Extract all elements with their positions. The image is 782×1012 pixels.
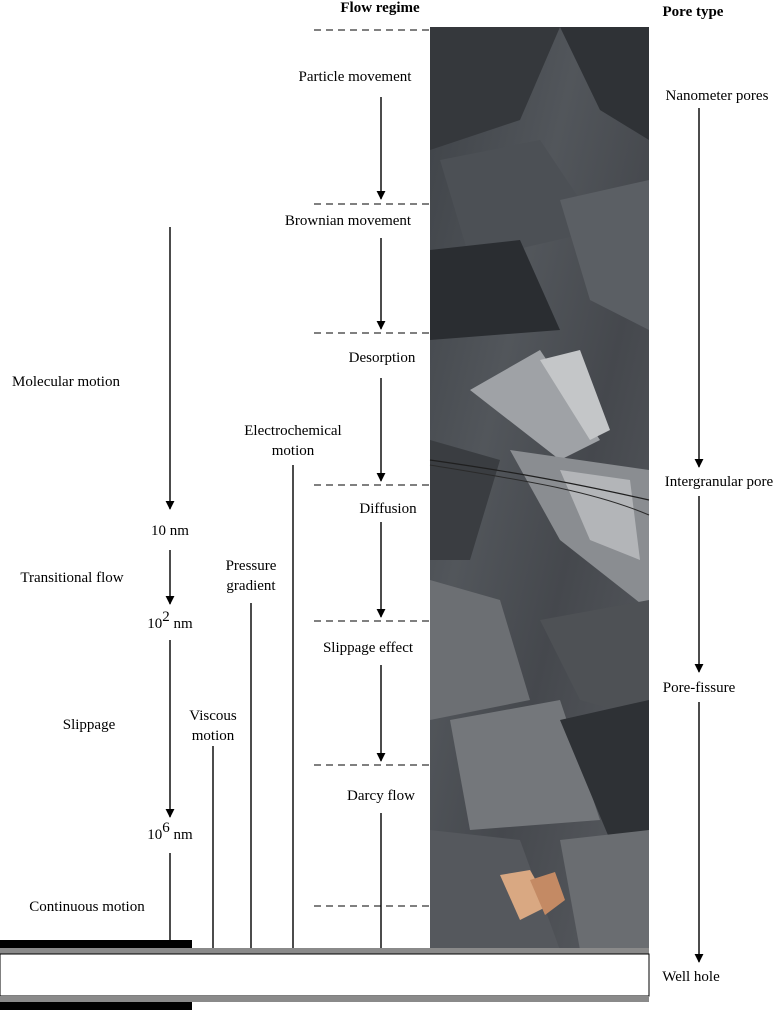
nanometer-pores-label: Nanometer pores <box>666 88 769 104</box>
electrochemical-motion-label-line1: Electrochemical <box>244 423 341 439</box>
scale-100nm-exponent: 2 <box>162 609 170 625</box>
flow-regime-header: Flow regime <box>340 0 420 16</box>
pressure-gradient-label-line2: gradient <box>226 578 276 594</box>
transitional-flow-label: Transitional flow <box>20 570 123 586</box>
scale-100nm-unit: nm <box>170 616 193 632</box>
viscous-motion-label-line1: Viscous <box>189 708 237 724</box>
wellbore <box>0 940 650 1010</box>
well-hole-label: Well hole <box>662 969 720 985</box>
shale-rock-photo <box>429 27 650 950</box>
slippage-effect-label: Slippage effect <box>323 640 414 656</box>
molecular-motion-label: Molecular motion <box>12 374 120 390</box>
scale-100nm-base: 10 <box>147 616 162 632</box>
scale-100nm-label: 102 nm <box>147 609 193 632</box>
particle-movement-label: Particle movement <box>299 69 413 85</box>
intergranular-pore-label: Intergranular pore <box>665 474 774 490</box>
scale-10nm-label: 10 nm <box>151 523 189 539</box>
continuous-motion-label: Continuous motion <box>29 899 145 915</box>
scale-1e6nm-base: 10 <box>147 827 162 843</box>
slippage-label: Slippage <box>63 717 116 733</box>
scale-1e6nm-unit: nm <box>170 827 193 843</box>
pore-type-header: Pore type <box>663 4 724 20</box>
darcy-flow-label: Darcy flow <box>347 788 415 804</box>
electrochemical-motion-label-line2: motion <box>272 443 315 459</box>
pore-fissure-label: Pore-fissure <box>663 680 736 696</box>
brownian-movement-label: Brownian movement <box>285 213 412 229</box>
pressure-gradient-label-line1: Pressure <box>226 558 277 574</box>
diffusion-label: Diffusion <box>359 501 417 517</box>
regime-separators <box>314 29 430 907</box>
desorption-label: Desorption <box>349 350 416 366</box>
viscous-motion-label-line2: motion <box>192 728 235 744</box>
scale-1e6nm-exponent: 6 <box>162 820 170 836</box>
scale-1e6nm-label: 106 nm <box>147 820 193 843</box>
